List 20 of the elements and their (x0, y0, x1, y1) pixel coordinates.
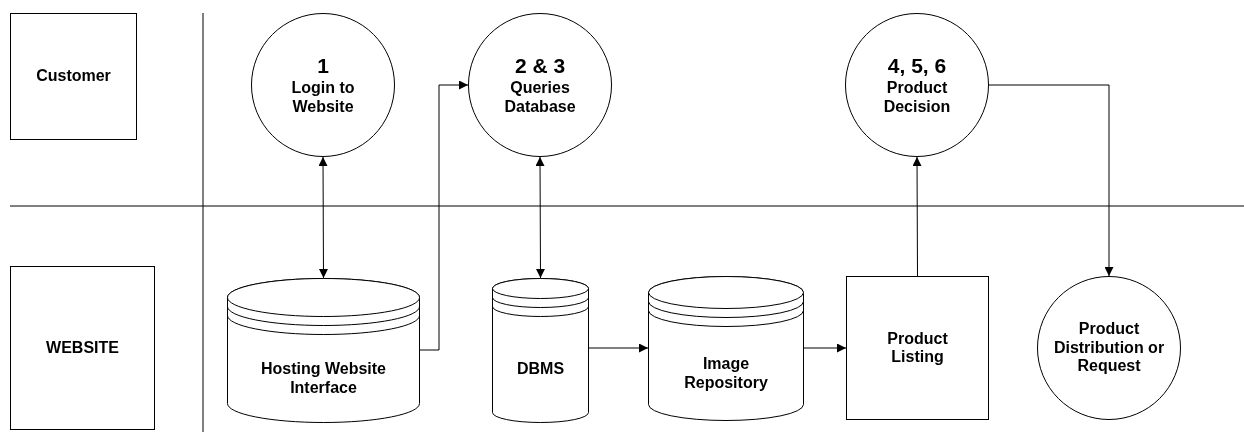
node-label: WEBSITE (46, 338, 119, 358)
node-label: Queries Database (503, 79, 577, 116)
node-label: Product Decision (882, 79, 952, 116)
node-label: Image Repository (683, 355, 769, 392)
arrow (588, 343, 649, 353)
arrow (419, 80, 469, 351)
node-label: Product Listing (886, 329, 949, 367)
node-label: Login to Website (290, 79, 356, 116)
arrow (803, 343, 847, 353)
node-label: Hosting Website Interface (259, 360, 387, 397)
step-number: 2 & 3 (514, 54, 566, 79)
arrow (988, 84, 1114, 277)
node-label: DBMS (516, 360, 565, 379)
arrow (912, 156, 922, 277)
arrow (318, 156, 328, 279)
node-label: Product Distribution or Request (1053, 320, 1165, 376)
arrow (535, 156, 545, 279)
step-number: 1 (317, 54, 329, 79)
node-label: Customer (36, 67, 111, 86)
step-number: 4, 5, 6 (887, 54, 947, 79)
